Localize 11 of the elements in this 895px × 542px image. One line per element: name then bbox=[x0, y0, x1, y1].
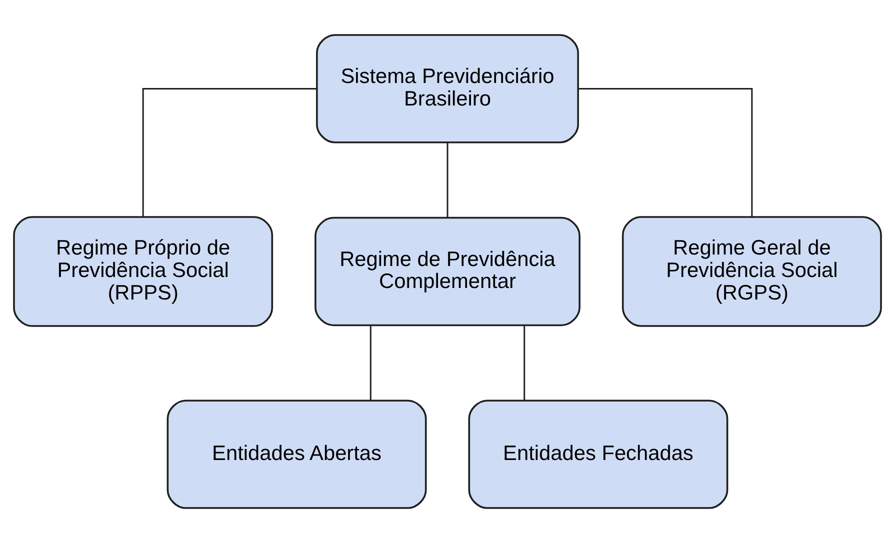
node-box: Sistema Previdenciário Brasileiro bbox=[316, 34, 579, 143]
node-box: Regime de Previdência Complementar bbox=[314, 216, 580, 326]
connector bbox=[578, 87, 753, 216]
node-box: Regime Geral de Previdência Social (RGPS) bbox=[622, 216, 882, 326]
node-box: Entidades Abertas bbox=[166, 399, 427, 508]
node-box: Entidades Fechadas bbox=[468, 399, 728, 508]
connector bbox=[446, 142, 448, 217]
connector bbox=[142, 87, 317, 216]
node-box: Regime Próprio de Previdência Social (RPPS) bbox=[13, 216, 274, 326]
connector bbox=[370, 324, 372, 400]
connector bbox=[524, 324, 526, 400]
